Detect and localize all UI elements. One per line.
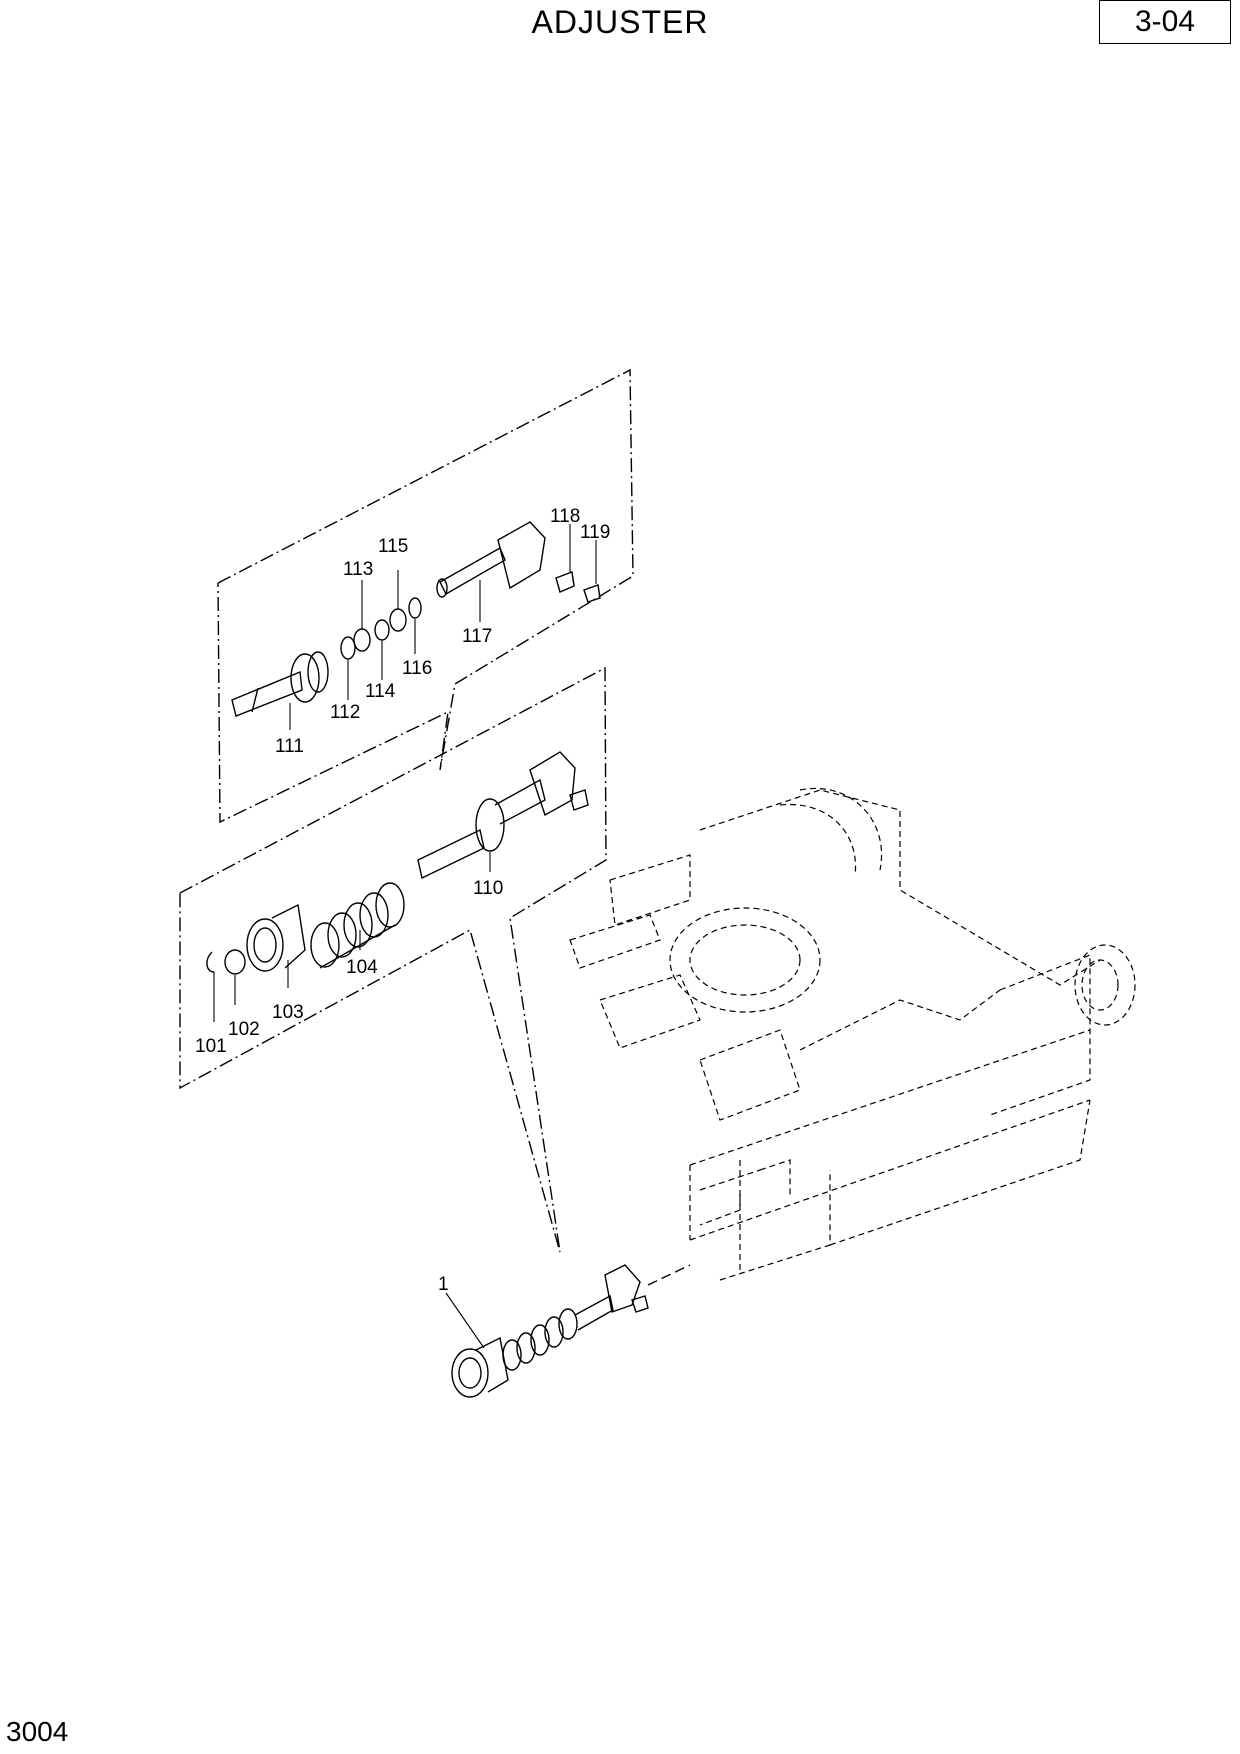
part-111-rod-drawing [231,651,329,717]
callout-118: 118 [550,506,580,527]
callout-104: 104 [346,957,378,978]
callout-115: 115 [378,536,408,557]
page-code: 3-04 [1134,5,1196,38]
callout-112: 112 [330,702,360,723]
fittings-118-119-drawing [555,571,601,603]
callout-111: 111 [275,736,304,757]
callout-119: 119 [580,522,610,543]
seal-rings-drawing [340,597,422,660]
callout-113: 113 [343,559,373,580]
callout-117: 117 [462,626,492,647]
leader-lines [213,524,597,1349]
track-frame-outline [569,787,1136,1281]
part-1-assembly-drawing [451,1264,691,1398]
callout-114: 114 [365,681,396,702]
parts-101-102-drawing [206,949,246,975]
part-110-rod-drawing [417,751,589,880]
callout-101: 101 [195,1036,227,1057]
upper-group-frame [217,368,634,824]
page-code-box: 3-04 [1099,0,1231,44]
callout-116: 116 [402,658,432,679]
part-103-housing-drawing [246,903,306,972]
part-104-spring-drawing [310,882,405,969]
part-117-rod-drawing [436,521,546,598]
page-title: ADJUSTER [531,4,709,40]
footer-code: 3004 [6,1716,69,1747]
callout-labels: 111 112 113 114 115 116 117 118 119 110 … [195,506,610,1295]
callout-110: 110 [473,878,503,899]
callout-1: 1 [438,1274,449,1295]
callout-102: 102 [228,1019,260,1040]
callout-103: 103 [272,1002,304,1023]
lower-group-frame [179,666,607,1253]
